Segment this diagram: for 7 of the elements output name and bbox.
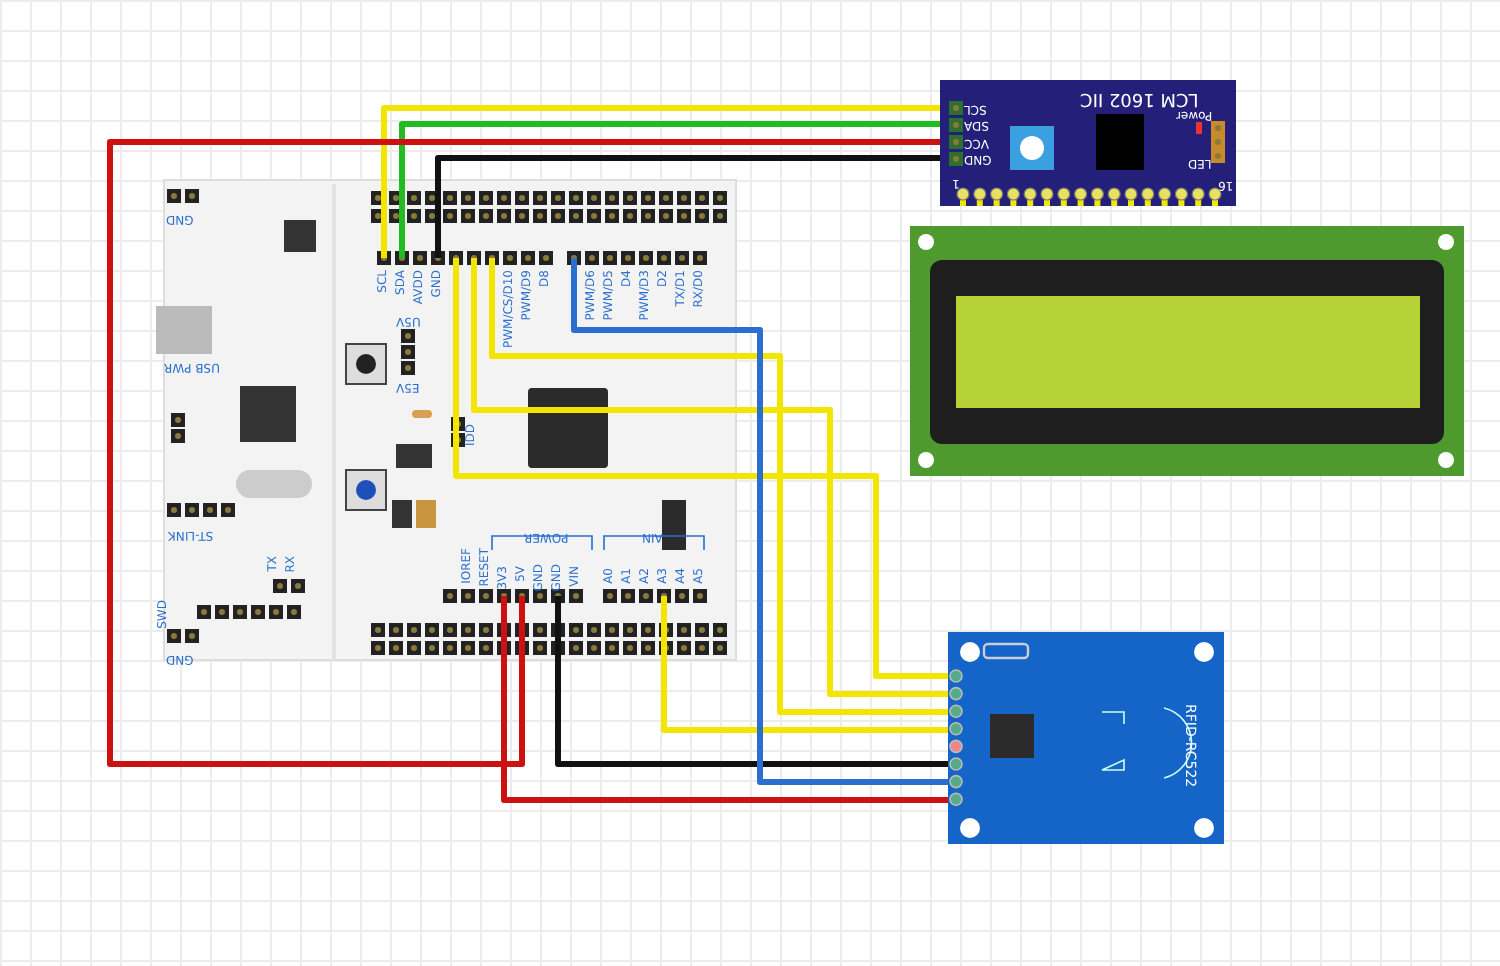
wire (571, 258, 948, 785)
wire (501, 596, 948, 803)
wire (661, 596, 948, 733)
module-label: LCM 1602 IIC (1080, 88, 1199, 106)
wire (435, 155, 940, 258)
wire (107, 139, 940, 767)
wire (555, 596, 948, 767)
